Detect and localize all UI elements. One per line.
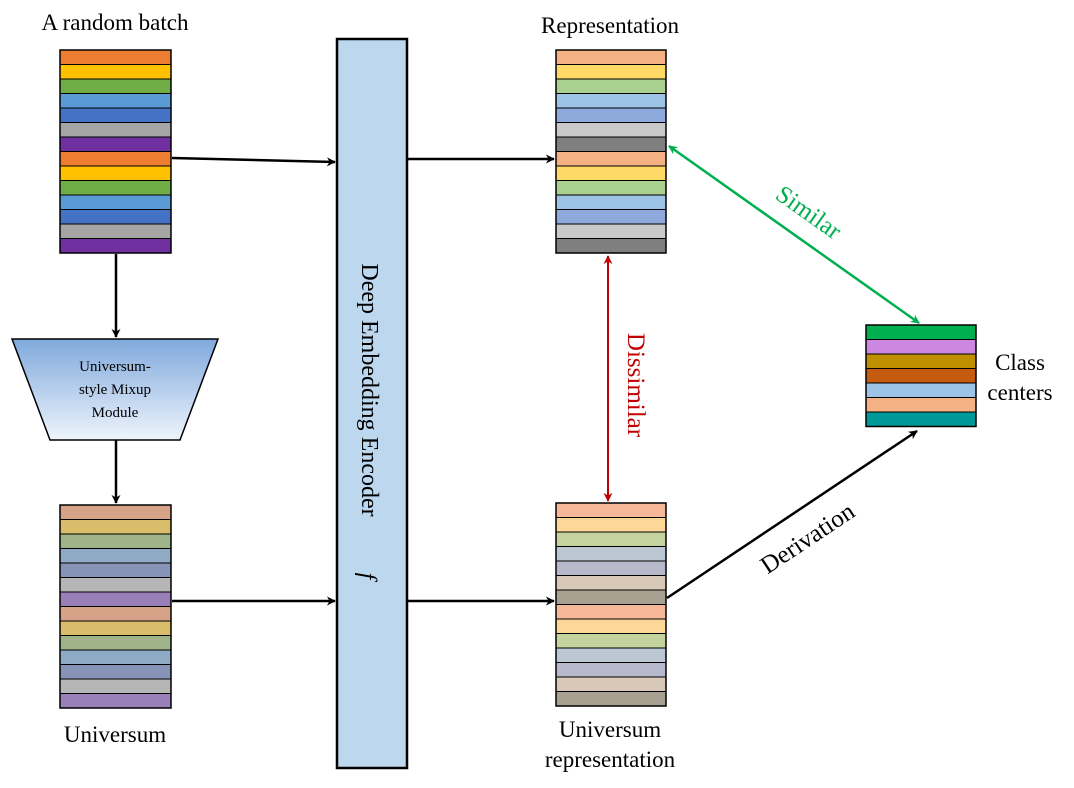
representation-outline (555, 49, 667, 254)
universum-row (59, 548, 172, 564)
representation-row (555, 194, 667, 210)
class-centers-outline (865, 324, 977, 428)
batch-outline (59, 49, 172, 254)
representation-row (555, 136, 667, 152)
universum-row (59, 606, 172, 622)
representation-row (555, 223, 667, 239)
batch-row (59, 107, 172, 123)
mixup-label-line2: style Mixup (79, 382, 151, 398)
encoder-label: Deep Embedding Encoder (356, 263, 382, 516)
universum-representation-row (555, 676, 667, 692)
universum-stack (59, 504, 172, 709)
universum-row (59, 504, 172, 520)
representation-row (555, 49, 667, 65)
batch-title: A random batch (42, 10, 189, 35)
class-centers-row (865, 411, 977, 427)
batch-row (59, 49, 172, 65)
representation-row (555, 151, 667, 167)
universum-representation-row (555, 546, 667, 562)
universum-representation-stack (555, 502, 667, 707)
representation-row (555, 209, 667, 225)
class-centers-line2: centers (987, 380, 1052, 405)
representation-row (555, 180, 667, 196)
universum-representation-row (555, 647, 667, 663)
representation-row (555, 107, 667, 123)
representation-row (555, 122, 667, 138)
batch-row (59, 122, 172, 138)
batch-row (59, 78, 172, 94)
universum-row (59, 635, 172, 651)
universum-outline (59, 504, 172, 709)
representation-title: Representation (541, 13, 679, 38)
universum-representation-row (555, 633, 667, 649)
universum-representation-row (555, 575, 667, 591)
deep-embedding-encoder-box (335, 37, 409, 770)
dissimilar-label: Dissimilar (622, 333, 649, 438)
batch-row (59, 151, 172, 167)
universum-row (59, 591, 172, 607)
universum-row (59, 649, 172, 665)
representation-row (555, 78, 667, 94)
representation-stack (555, 49, 667, 254)
universum-row (59, 533, 172, 549)
class-centers-row (865, 368, 977, 384)
universum-row (59, 664, 172, 680)
universum-representation-outline (555, 502, 667, 707)
class-centers-row (865, 397, 977, 413)
universum-representation-line1: Universum (559, 717, 661, 742)
representation-row (555, 93, 667, 109)
universum-representation-row (555, 691, 667, 707)
universum-representation-row (555, 662, 667, 678)
similar-label: Similar (770, 181, 846, 246)
representation-row (555, 64, 667, 80)
universum-representation-row (555, 589, 667, 605)
class-centers-line1: Class (995, 350, 1045, 375)
batch-row (59, 223, 172, 239)
arrow-similar (668, 144, 920, 325)
universum-row (59, 519, 172, 535)
batch-row (59, 194, 172, 210)
universum-representation-row (555, 604, 667, 620)
batch-row (59, 136, 172, 152)
class-centers-stack (865, 324, 977, 428)
batch-row (59, 180, 172, 196)
universum-row (59, 693, 172, 709)
batch-row (59, 64, 172, 80)
batch-row (59, 93, 172, 109)
batch-stack (59, 49, 172, 254)
class-centers-row (865, 353, 977, 369)
mixup-module-box (10, 338, 220, 441)
batch-row (59, 238, 172, 254)
universum-row (59, 577, 172, 593)
batch-row (59, 209, 172, 225)
class-centers-row (865, 382, 977, 398)
universum-representation-row (555, 531, 667, 547)
universum-row (59, 678, 172, 694)
universum-representation-row (555, 618, 667, 634)
universum-representation-line2: representation (545, 747, 676, 772)
universum-row (59, 562, 172, 578)
representation-row (555, 165, 667, 181)
derivation-label: Derivation (756, 498, 860, 580)
mixup-label-line3: Module (92, 405, 139, 421)
arrow-batch-to-encoder (171, 156, 336, 167)
universum-row (59, 620, 172, 636)
class-centers-row (865, 339, 977, 355)
encoder-symbol: f (354, 573, 380, 583)
arrow-derivation (666, 429, 918, 600)
class-centers-row (865, 324, 977, 340)
universum-representation-row (555, 502, 667, 518)
universum-representation-row (555, 560, 667, 576)
mixup-label-line1: Universum- (79, 359, 151, 375)
representation-row (555, 238, 667, 254)
universum-title: Universum (64, 722, 166, 747)
universum-representation-row (555, 517, 667, 533)
batch-row (59, 165, 172, 181)
